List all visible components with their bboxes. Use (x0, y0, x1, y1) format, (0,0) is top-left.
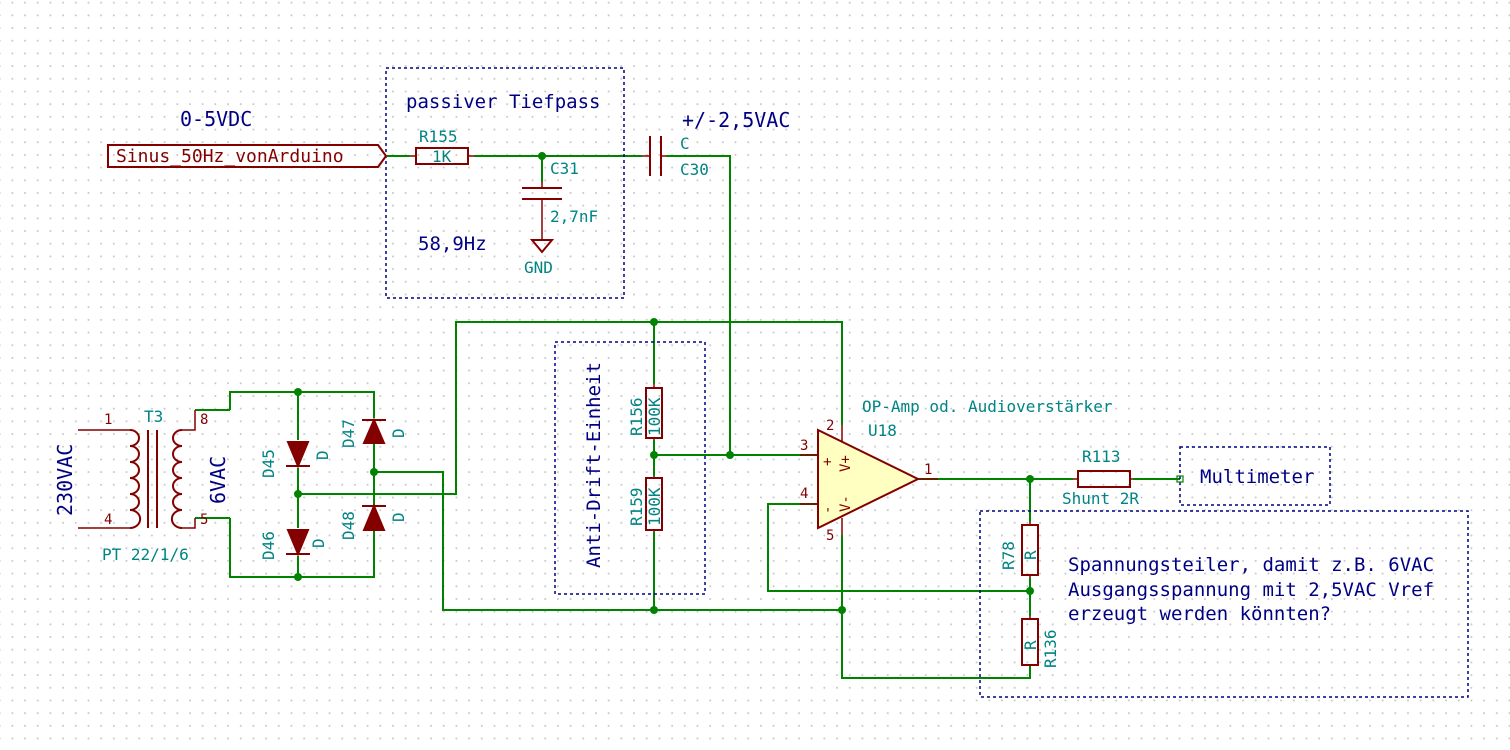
resistor-r113[interactable]: R113 Shunt 2R (1062, 447, 1184, 508)
d45-ref: D45 (259, 449, 278, 478)
r156-ref: R156 (627, 397, 646, 436)
r155-value: 1K (432, 147, 452, 166)
junction-dot (1026, 475, 1034, 483)
multimeter-connector (1176, 475, 1184, 483)
mains-voltage: 230VAC (53, 444, 77, 516)
divider-note-line2: Ausgangsspannung mit 2,5VAC Vref (1068, 579, 1434, 601)
resistor-r156[interactable]: R156 100K (627, 384, 664, 440)
resistor-r159[interactable]: R159 100K (627, 476, 664, 532)
d48-ref: D48 (339, 511, 358, 540)
d45-value: D (313, 450, 332, 460)
divider-note-line1: Spannungsteiler, damit z.B. 6VAC (1068, 554, 1434, 576)
c31-ref: C31 (550, 159, 579, 178)
t3-pin-4: 4 (104, 512, 112, 528)
divider-note-line3: erzeugt werden könnten? (1068, 603, 1331, 625)
capacitor-c30[interactable]: C C30 (642, 134, 709, 179)
t3-value: PT 22/1/6 (102, 545, 189, 564)
ac-output-label: +/-2,5VAC (682, 108, 790, 132)
divider-box (979, 510, 1469, 698)
u18-pin-2: 2 (826, 418, 834, 434)
u18-value: OP-Amp od. Audioverstärker (862, 397, 1113, 416)
r159-ref: R159 (627, 487, 646, 526)
r113-value: Shunt 2R (1062, 489, 1139, 508)
junction-dot (294, 388, 302, 396)
u18-pin-1: 1 (924, 462, 932, 478)
junction-dot (294, 490, 302, 498)
wires (195, 155, 1180, 679)
capacitor-c31[interactable]: C31 2,7nF GND (522, 159, 598, 277)
junction-dot (650, 606, 658, 614)
cutoff-frequency: 58,9Hz (418, 233, 487, 255)
c30-ref: C30 (680, 160, 709, 179)
u18-pin-5: 5 (826, 528, 834, 544)
t3-pin-1: 1 (104, 412, 112, 428)
junction-dot (294, 573, 302, 581)
t3-pin-8: 8 (200, 412, 208, 428)
u18-ref: U18 (868, 421, 897, 440)
u18-pin-name-plus: + (820, 458, 836, 466)
u18-pin-name-vplus: V+ (838, 455, 854, 472)
diode-d45[interactable]: D45 D (259, 441, 332, 478)
r155-ref: R155 (419, 127, 458, 146)
resistor-r136[interactable]: R R136 (1021, 616, 1060, 668)
anti-drift-label: Anti-Drift-Einheit (583, 362, 605, 568)
c31-value: 2,7nF (550, 207, 598, 226)
t3-pin-5: 5 (200, 512, 208, 528)
junction-dot (370, 468, 378, 476)
gnd-label: GND (524, 258, 553, 277)
d46-ref: D46 (259, 531, 278, 560)
junctions (294, 152, 1034, 614)
secondary-voltage: 6VAC (206, 456, 230, 504)
r78-value: R (1021, 550, 1040, 560)
multimeter-label: Multimeter (1200, 466, 1314, 488)
junction-dot (838, 606, 846, 614)
u18-pin-3: 3 (800, 438, 808, 454)
r159-value: 100K (645, 487, 664, 526)
d47-value: D (389, 428, 408, 438)
r136-value: R (1021, 640, 1040, 650)
junction-dot (538, 152, 546, 160)
hier-label-text: Sinus_50Hz_vonArduino (116, 146, 344, 167)
d47-ref: D47 (339, 419, 358, 448)
junction-dot (650, 318, 658, 326)
junction-dot (726, 451, 734, 459)
hier-label-sinus[interactable]: Sinus_50Hz_vonArduino (107, 144, 388, 168)
junction-dot (1026, 587, 1034, 595)
resistor-r78[interactable]: R78 R (999, 522, 1040, 578)
diode-d47[interactable]: D47 D (339, 417, 408, 448)
r113-ref: R113 (1082, 447, 1121, 466)
c30-value: C (680, 134, 690, 153)
junction-dot (650, 451, 658, 459)
anti-drift-box (554, 341, 706, 595)
transformer-t3[interactable]: 1 4 8 5 T3 PT 22/1/6 230VAC 6VAC (53, 407, 230, 564)
u18-pin-name-minus: - (820, 506, 836, 514)
u18-pin-4: 4 (800, 486, 808, 502)
resistor-r155[interactable]: R155 1K (410, 127, 474, 166)
r156-value: 100K (645, 397, 664, 436)
d48-value: D (389, 512, 408, 522)
u18-pin-name-vminus: V- (838, 495, 854, 512)
d46-value: D (309, 538, 328, 548)
lowpass-title: passiver Tiefpass (406, 91, 600, 113)
opamp-u18[interactable]: 2 3 4 5 1 V+ V- + - OP-Amp od. Audiovers… (800, 397, 1113, 544)
diode-d48[interactable]: D48 D (339, 503, 408, 540)
diode-d46[interactable]: D46 D (259, 529, 328, 560)
t3-ref: T3 (144, 407, 163, 426)
input-range-label: 0-5VDC (180, 107, 252, 131)
r136-ref: R136 (1041, 629, 1060, 668)
r78-ref: R78 (999, 541, 1018, 570)
